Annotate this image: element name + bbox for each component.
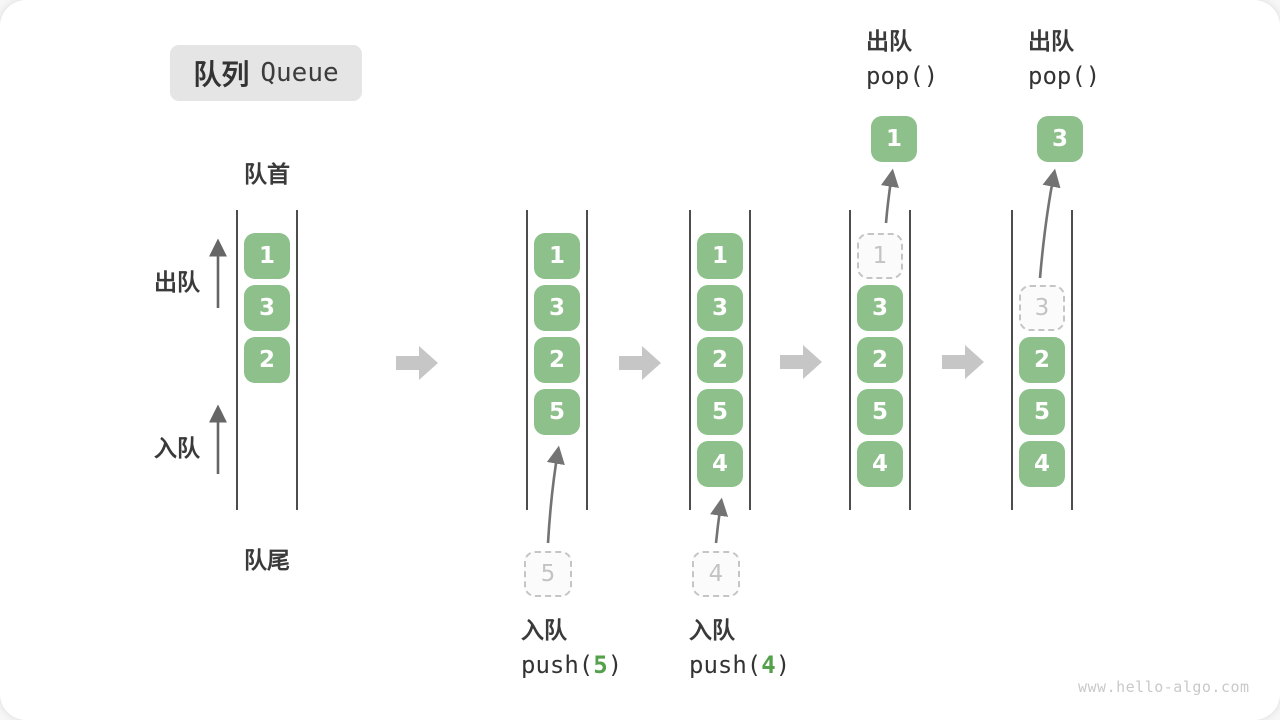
queue-stage-2: 1 3 2 5 <box>526 210 588 510</box>
queue-stage-5: 3 2 5 4 <box>1011 210 1073 510</box>
code-text: ) <box>775 651 791 679</box>
queue-cell: 5 <box>1019 389 1065 435</box>
enqueue-annotation-code: push(4) <box>689 653 790 677</box>
queue-cell: 2 <box>244 337 290 383</box>
incoming-element-box: 5 <box>524 551 572 597</box>
label-dequeue-direction: 出队 <box>154 269 200 295</box>
enqueue-annotation: 入队 push(4) <box>689 617 790 678</box>
queue-cell: 5 <box>697 389 743 435</box>
queue-cell: 2 <box>534 337 580 383</box>
queue-cell-dashed: 3 <box>1019 285 1065 331</box>
queue-cell: 3 <box>857 285 903 331</box>
channel-line <box>909 210 911 510</box>
dequeue-annotation: 出队 pop() <box>866 28 939 90</box>
title-en: Queue <box>260 58 339 88</box>
channel-line <box>849 210 851 510</box>
channel-line <box>296 210 298 510</box>
queue-cell-dashed: 1 <box>857 233 903 279</box>
popped-element-box: 1 <box>871 116 917 162</box>
queue-cell: 4 <box>697 441 743 487</box>
queue-cell: 1 <box>697 233 743 279</box>
queue-cell: 4 <box>857 441 903 487</box>
channel-line <box>236 210 238 510</box>
queue-cell: 4 <box>1019 441 1065 487</box>
enqueue-annotation-code: push(5) <box>521 653 622 677</box>
queue-cell: 1 <box>534 233 580 279</box>
channel-line <box>586 210 588 510</box>
queue-cell: 3 <box>697 285 743 331</box>
code-arg: 4 <box>761 651 776 679</box>
queue-cell: 3 <box>244 285 290 331</box>
label-enqueue-direction: 入队 <box>154 435 200 461</box>
queue-cell: 5 <box>857 389 903 435</box>
channel-line <box>1071 210 1073 510</box>
enqueue-annotation-label: 入队 <box>521 617 567 643</box>
enqueue-annotation-label: 入队 <box>689 617 735 643</box>
dequeue-annotation-label: 出队 <box>866 28 912 54</box>
stage-transition-arrow <box>396 346 438 380</box>
dequeue-annotation-label: 出队 <box>1028 28 1074 54</box>
queue-cell: 2 <box>1019 337 1065 383</box>
queue-stage-3: 1 3 2 5 4 <box>689 210 751 510</box>
dequeue-annotation-code: pop() <box>866 62 939 90</box>
code-text: push( <box>689 651 762 679</box>
queue-stage-4: 1 3 2 5 4 <box>849 210 911 510</box>
title-badge: 队列 Queue <box>170 45 362 101</box>
label-queue-front: 队首 <box>244 161 290 187</box>
stage-transition-arrow <box>619 346 661 380</box>
label-queue-rear: 队尾 <box>244 547 290 573</box>
channel-line <box>1011 210 1013 510</box>
queue-cell: 5 <box>534 389 580 435</box>
queue-cell: 2 <box>697 337 743 383</box>
queue-cell: 3 <box>534 285 580 331</box>
popped-element-box: 3 <box>1037 116 1083 162</box>
queue-cell: 1 <box>244 233 290 279</box>
watermark: www.hello-algo.com <box>1078 678 1250 696</box>
channel-line <box>749 210 751 510</box>
title-zh: 队列 <box>193 59 250 90</box>
queue-stage-1: 1 3 2 <box>236 210 298 510</box>
dequeue-annotation-code: pop() <box>1028 62 1101 90</box>
channel-line <box>689 210 691 510</box>
channel-line <box>526 210 528 510</box>
incoming-element-box: 4 <box>692 551 740 597</box>
code-arg: 5 <box>593 651 608 679</box>
queue-cell: 2 <box>857 337 903 383</box>
code-text: ) <box>607 651 623 679</box>
dequeue-annotation: 出队 pop() <box>1028 28 1101 90</box>
enqueue-annotation: 入队 push(5) <box>521 617 622 678</box>
stage-transition-arrow <box>780 345 822 379</box>
stage-transition-arrow <box>942 345 984 379</box>
code-text: push( <box>521 651 594 679</box>
